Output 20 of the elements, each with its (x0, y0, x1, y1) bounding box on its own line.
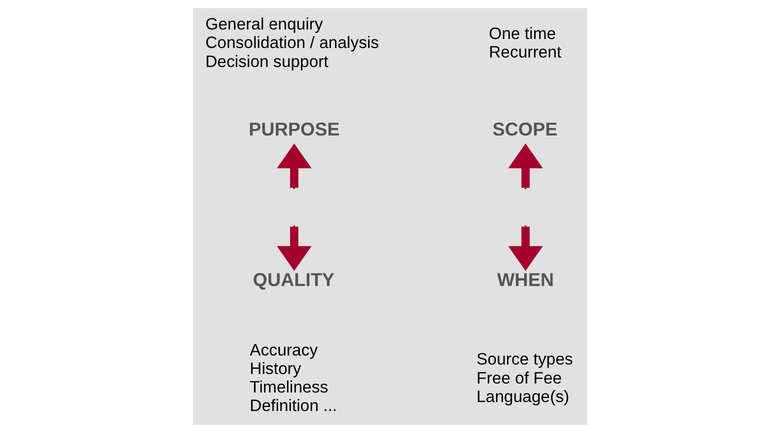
arrow (508, 144, 542, 188)
node-label: Free of Fee (476, 368, 562, 388)
arrow (508, 226, 542, 271)
arrow (276, 144, 312, 188)
node-label: Recurrent (488, 42, 561, 62)
node-label: Timeliness (249, 378, 328, 397)
node-text: SCOPE (492, 118, 558, 140)
node-label: History (249, 359, 301, 378)
node-label: General enquiry (204, 14, 322, 34)
node-text: QUALITY (252, 268, 334, 290)
node-label: Decision support (204, 52, 328, 71)
node-label: Definition ... (249, 396, 337, 416)
node-label: One time (488, 24, 556, 43)
node-label: Consolidation / analysis (204, 33, 378, 52)
node-label: Language(s) (476, 386, 569, 406)
node-text: WHEN (496, 268, 554, 290)
node-label: Source types (476, 350, 572, 369)
node-text: PURPOSE (248, 118, 340, 140)
node-label: Accuracy (249, 340, 318, 360)
arrow (276, 226, 312, 271)
